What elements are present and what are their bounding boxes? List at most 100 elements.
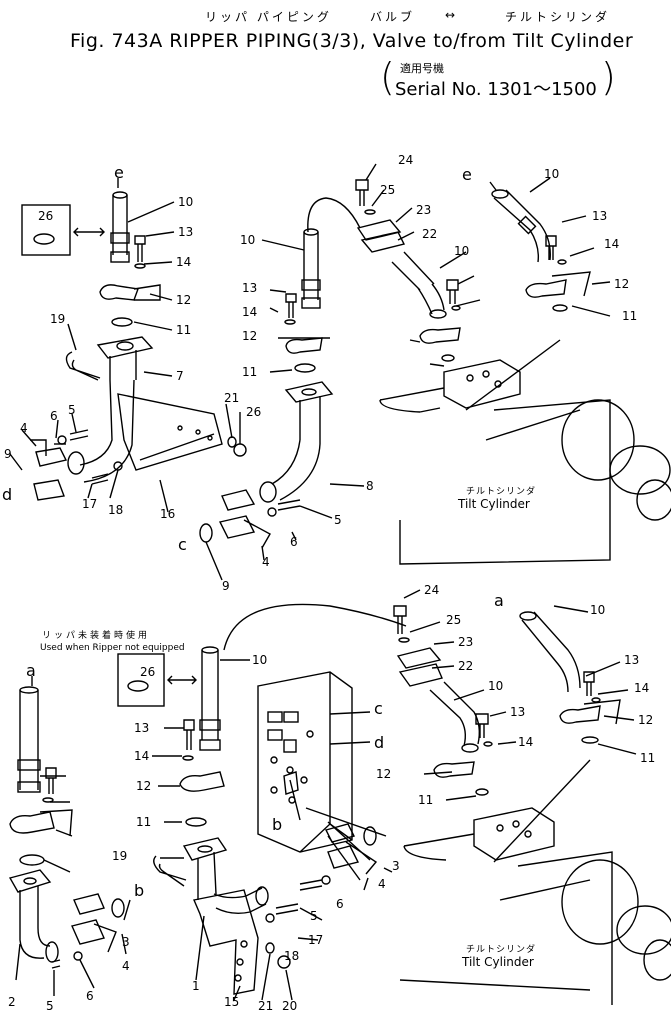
- callout-bottom-16: 14: [634, 681, 649, 695]
- callout-top-12: 18: [108, 503, 123, 517]
- callout-bottom-2: 23: [458, 635, 473, 649]
- callout-top-7: 6: [50, 409, 58, 423]
- right-paren: ): [601, 55, 616, 99]
- callout-letter-7: c: [374, 699, 383, 718]
- ripper-note: Used when Ripper not equipped: [40, 643, 185, 653]
- callout-top-27: 5: [334, 513, 342, 527]
- callout-top-22: 13: [242, 281, 257, 295]
- callout-bottom-11: 14: [134, 749, 149, 763]
- callout-bottom-18: 11: [640, 751, 655, 765]
- callout-bottom-24: 17: [308, 933, 323, 947]
- callout-top-29: 4: [262, 555, 270, 569]
- callout-letter-6: b: [134, 881, 144, 900]
- ripper-note-jp: リッパ未装着時使用: [42, 629, 150, 641]
- callout-bottom-35: 26: [140, 665, 155, 679]
- callout-bottom-8: 11: [418, 793, 433, 807]
- callout-top-13: 16: [160, 507, 175, 521]
- callout-top-24: 12: [242, 329, 257, 343]
- callout-top-23: 14: [242, 305, 257, 319]
- callout-bottom-5: 13: [510, 705, 525, 719]
- jp-title-arrow: ↔: [445, 8, 459, 22]
- callout-top-14: 21: [224, 391, 239, 405]
- plug-icon-bottom: [127, 680, 149, 692]
- double-arrow-bottom: [167, 675, 197, 685]
- callout-top-1: 13: [178, 225, 193, 239]
- callout-top-5: 19: [50, 312, 65, 326]
- left-paren: (: [380, 55, 395, 99]
- callout-bottom-4: 10: [488, 679, 503, 693]
- callout-bottom-14: 10: [590, 603, 605, 617]
- jp-title-tilt-cylinder: チルトシリンダ: [505, 10, 611, 24]
- callout-bottom-27: 6: [86, 989, 94, 1003]
- callout-top-33: 14: [604, 237, 619, 251]
- plug-box-top: [21, 204, 71, 256]
- callout-bottom-15: 13: [624, 653, 639, 667]
- callout-bottom-31: 18: [284, 949, 299, 963]
- callout-top-34: 12: [614, 277, 629, 291]
- callout-top-35: 11: [622, 309, 637, 323]
- callout-letter-8: d: [374, 733, 384, 752]
- callout-top-19: 23: [416, 203, 431, 217]
- callout-bottom-3: 22: [458, 659, 473, 673]
- plug-box-bottom: [117, 653, 165, 707]
- callout-bottom-30: 1: [192, 979, 200, 993]
- callout-top-11: 17: [82, 497, 97, 511]
- serial-number: Serial No. 1301～1500: [395, 79, 597, 100]
- callout-bottom-19: 19: [112, 849, 127, 863]
- callout-letter-5: a: [494, 591, 504, 610]
- figure-header: リッパ パイピング バルブ ↔ チルトシリンダ Fig. 743A RIPPER…: [0, 0, 671, 100]
- callout-top-28: 6: [290, 535, 298, 549]
- callout-bottom-21: 4: [378, 877, 386, 891]
- tilt-cylinder-jp-top: チルトシリンダ: [466, 485, 536, 497]
- callout-bottom-17: 12: [638, 713, 653, 727]
- callout-bottom-25: 2: [8, 995, 16, 1009]
- tilt-cylinder-jp-bottom: チルトシリンダ: [466, 943, 536, 955]
- callout-top-4: 11: [176, 323, 191, 337]
- callout-top-20: 22: [422, 227, 437, 241]
- callout-bottom-7: 12: [376, 767, 391, 781]
- callout-bottom-13: 11: [136, 815, 151, 829]
- callout-top-17: 24: [398, 153, 413, 167]
- callout-bottom-32: 15: [224, 995, 239, 1009]
- callout-top-10: 9: [4, 447, 12, 461]
- callout-letter-0: e: [114, 163, 124, 182]
- jp-title-valve: バルブ: [370, 10, 416, 24]
- callout-top-6: 7: [176, 369, 184, 383]
- callout-top-26: 8: [366, 479, 374, 493]
- callout-top-9: 4: [20, 421, 28, 435]
- jp-title-ripper-piping: リッパ パイピング: [205, 10, 332, 24]
- callout-top-2: 14: [176, 255, 191, 269]
- callout-bottom-22: 6: [336, 897, 344, 911]
- callout-bottom-10: 13: [134, 721, 149, 735]
- callout-bottom-23: 5: [310, 909, 318, 923]
- callout-top-25: 11: [242, 365, 257, 379]
- callout-bottom-1: 25: [446, 613, 461, 627]
- callout-bottom-29: 3: [122, 935, 130, 949]
- callout-letter-3: c: [178, 535, 187, 554]
- callout-letter-4: a: [26, 661, 36, 680]
- serial-jp-label: 適用号機: [400, 62, 444, 75]
- callout-top-18: 25: [380, 183, 395, 197]
- callout-bottom-28: 4: [122, 959, 130, 973]
- figure-title: Fig. 743A RIPPER PIPING(3/3), Valve to/f…: [70, 30, 634, 52]
- callout-top-16: 26: [38, 209, 53, 223]
- callout-letter-9: b: [272, 815, 282, 834]
- double-arrow-top: [73, 227, 105, 237]
- callout-bottom-34: 20: [282, 999, 297, 1013]
- plug-icon-top: [33, 233, 55, 245]
- callout-bottom-12: 12: [136, 779, 151, 793]
- callout-bottom-26: 5: [46, 999, 54, 1013]
- callout-top-21: 10: [240, 233, 255, 247]
- callout-top-8: 5: [68, 403, 76, 417]
- callout-bottom-33: 21: [258, 999, 273, 1013]
- tilt-cylinder-label-top: Tilt Cylinder: [457, 497, 530, 511]
- callout-letter-2: d: [2, 485, 12, 504]
- callout-top-30: 9: [222, 579, 230, 593]
- callout-top-15: 26: [246, 405, 261, 419]
- callout-bottom-0: 24: [424, 583, 439, 597]
- callout-top-3: 12: [176, 293, 191, 307]
- callout-letter-1: e: [462, 165, 472, 184]
- tilt-cylinder-label-bottom: Tilt Cylinder: [461, 955, 534, 969]
- callout-top-31: 10: [544, 167, 559, 181]
